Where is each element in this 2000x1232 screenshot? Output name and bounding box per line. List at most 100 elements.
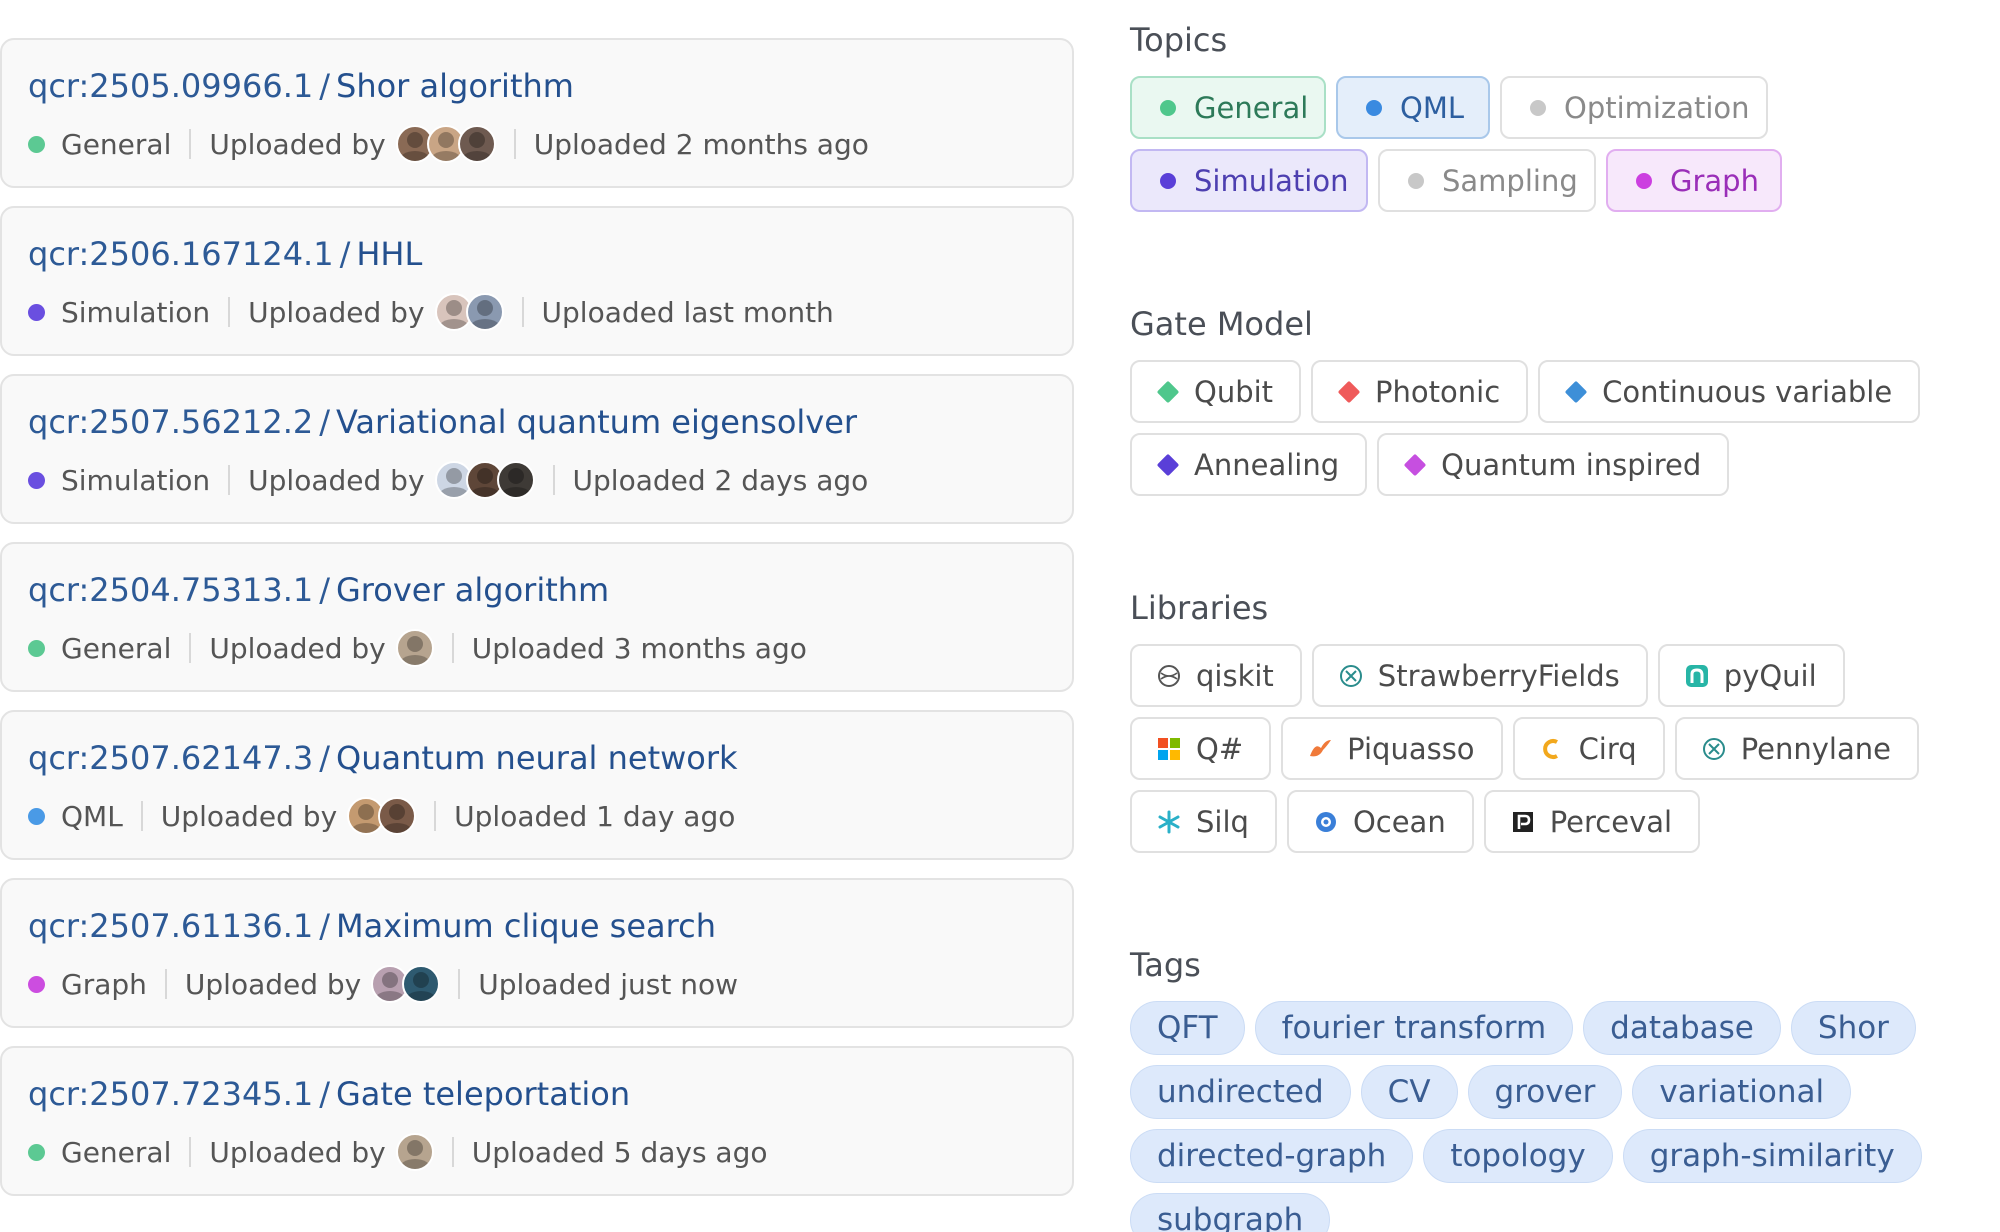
paper-title[interactable]: qcr:2507.72345.1/Gate teleportation: [28, 1074, 1072, 1114]
upload-time: Uploaded 2 months ago: [533, 127, 869, 161]
gate-model-title: Gate Model: [1130, 305, 1313, 343]
tag-chip[interactable]: variational: [1632, 1065, 1852, 1119]
avatar[interactable]: [465, 461, 504, 499]
chip-label: Pennylane: [1740, 731, 1891, 766]
avatar[interactable]: [395, 1133, 434, 1171]
topic-chip-qml[interactable]: QML: [1336, 76, 1490, 139]
paper-title[interactable]: qcr:2504.75313.1/Grover algorithm: [28, 570, 1072, 610]
avatar[interactable]: [402, 965, 441, 1003]
tag-chip[interactable]: QFT: [1130, 1001, 1245, 1055]
library-chip-pennylane[interactable]: Pennylane: [1674, 717, 1919, 780]
library-chip-perceval[interactable]: Perceval: [1483, 790, 1701, 853]
chip-label: Graph: [1670, 163, 1759, 198]
paper-id: qcr:2505.09966.1: [28, 67, 314, 105]
gate-chip-continuous-variable[interactable]: Continuous variable: [1538, 360, 1921, 423]
tag-chip[interactable]: Shor: [1790, 1001, 1916, 1055]
paper-id: qcr:2507.72345.1: [28, 1075, 314, 1113]
diamond-icon: [1156, 380, 1180, 403]
topic-chip-simulation[interactable]: Simulation: [1130, 149, 1368, 212]
library-chip-piquasso[interactable]: Piquasso: [1281, 717, 1503, 780]
chip-label: Ocean: [1352, 804, 1446, 839]
chip-label: Piquasso: [1347, 731, 1475, 766]
topic-dot-icon: [28, 471, 45, 489]
uploader-avatars: [434, 461, 535, 499]
paper-title[interactable]: qcr:2507.62147.3/Quantum neural network: [28, 738, 1072, 778]
topic-chip-general[interactable]: General: [1130, 76, 1326, 139]
paper-name: HHL: [356, 235, 423, 273]
paper-name: Variational quantum eigensolver: [336, 403, 858, 441]
topic-chip-optimization[interactable]: Optimization: [1500, 76, 1768, 139]
topic-chip-graph[interactable]: Graph: [1606, 149, 1782, 212]
meta-divider: [458, 969, 461, 999]
avatar[interactable]: [465, 293, 504, 331]
tag-chip[interactable]: CV: [1360, 1065, 1458, 1119]
tag-chip[interactable]: grover: [1467, 1065, 1623, 1119]
upload-time: Uploaded 5 days ago: [471, 1135, 768, 1169]
upload-time: Uploaded 3 months ago: [471, 631, 807, 665]
gate-chip-annealing[interactable]: Annealing: [1130, 433, 1368, 496]
tag-chip[interactable]: fourier transform: [1254, 1001, 1574, 1055]
paper-title[interactable]: qcr:2506.167124.1/HHL: [28, 234, 1072, 274]
meta-divider: [434, 801, 437, 831]
avatar[interactable]: [378, 797, 417, 835]
gate-chip-photonic[interactable]: Photonic: [1311, 360, 1529, 423]
title-separator: /: [319, 403, 330, 441]
uploader-avatars: [434, 293, 504, 331]
tag-chip[interactable]: directed-graph: [1130, 1129, 1414, 1183]
library-chip-silq[interactable]: Silq: [1130, 790, 1277, 853]
ocean-icon: [1313, 809, 1339, 835]
paper-title[interactable]: qcr:2505.09966.1/Shor algorithm: [28, 66, 1072, 106]
chip-label: Annealing: [1194, 447, 1340, 482]
paper-topic: General: [61, 127, 172, 161]
library-chip-cirq[interactable]: Cirq: [1512, 717, 1665, 780]
library-chip-qsharp[interactable]: Q#: [1130, 717, 1272, 780]
paper-name: Gate teleportation: [336, 1075, 631, 1113]
tag-chip[interactable]: undirected: [1130, 1065, 1351, 1119]
tag-chip[interactable]: database: [1583, 1001, 1781, 1055]
paper-title[interactable]: qcr:2507.61136.1/Maximum clique search: [28, 906, 1072, 946]
topic-dot-icon: [1530, 99, 1546, 116]
avatar[interactable]: [496, 461, 535, 499]
topic-dot-icon: [1636, 172, 1652, 189]
chip-label: StrawberryFields: [1377, 658, 1620, 693]
title-separator: /: [319, 907, 330, 945]
tag-chip[interactable]: graph-similarity: [1622, 1129, 1922, 1183]
tag-chip[interactable]: topology: [1423, 1129, 1613, 1183]
meta-divider: [521, 297, 524, 327]
paper-card[interactable]: qcr:2507.56212.2/Variational quantum eig…: [0, 374, 1074, 524]
avatar[interactable]: [395, 629, 434, 667]
library-chip-qiskit[interactable]: qiskit: [1130, 644, 1302, 707]
avatar[interactable]: [457, 125, 496, 163]
paper-title[interactable]: qcr:2507.56212.2/Variational quantum eig…: [28, 402, 1072, 442]
diamond-icon: [1564, 380, 1588, 403]
tag-chip[interactable]: subgraph: [1130, 1193, 1331, 1232]
library-chip-pyquil[interactable]: pyQuil: [1657, 644, 1845, 707]
topic-chip-sampling[interactable]: Sampling: [1378, 149, 1596, 212]
chip-label: Silq: [1196, 804, 1249, 839]
gate-chip-qubit[interactable]: Qubit: [1130, 360, 1302, 423]
gate-chip-quantum-inspired[interactable]: Quantum inspired: [1377, 433, 1730, 496]
meta-divider: [451, 633, 454, 663]
library-chip-strawberryfields[interactable]: StrawberryFields: [1311, 644, 1648, 707]
meta-divider: [189, 1137, 192, 1167]
meta-divider: [140, 801, 143, 831]
library-chip-ocean[interactable]: Ocean: [1286, 790, 1474, 853]
perceval-icon: [1510, 809, 1536, 835]
uploader-avatars: [347, 797, 417, 835]
upload-time: Uploaded 2 days ago: [572, 463, 869, 497]
meta-divider: [189, 129, 192, 159]
uploader-avatars: [371, 965, 441, 1003]
